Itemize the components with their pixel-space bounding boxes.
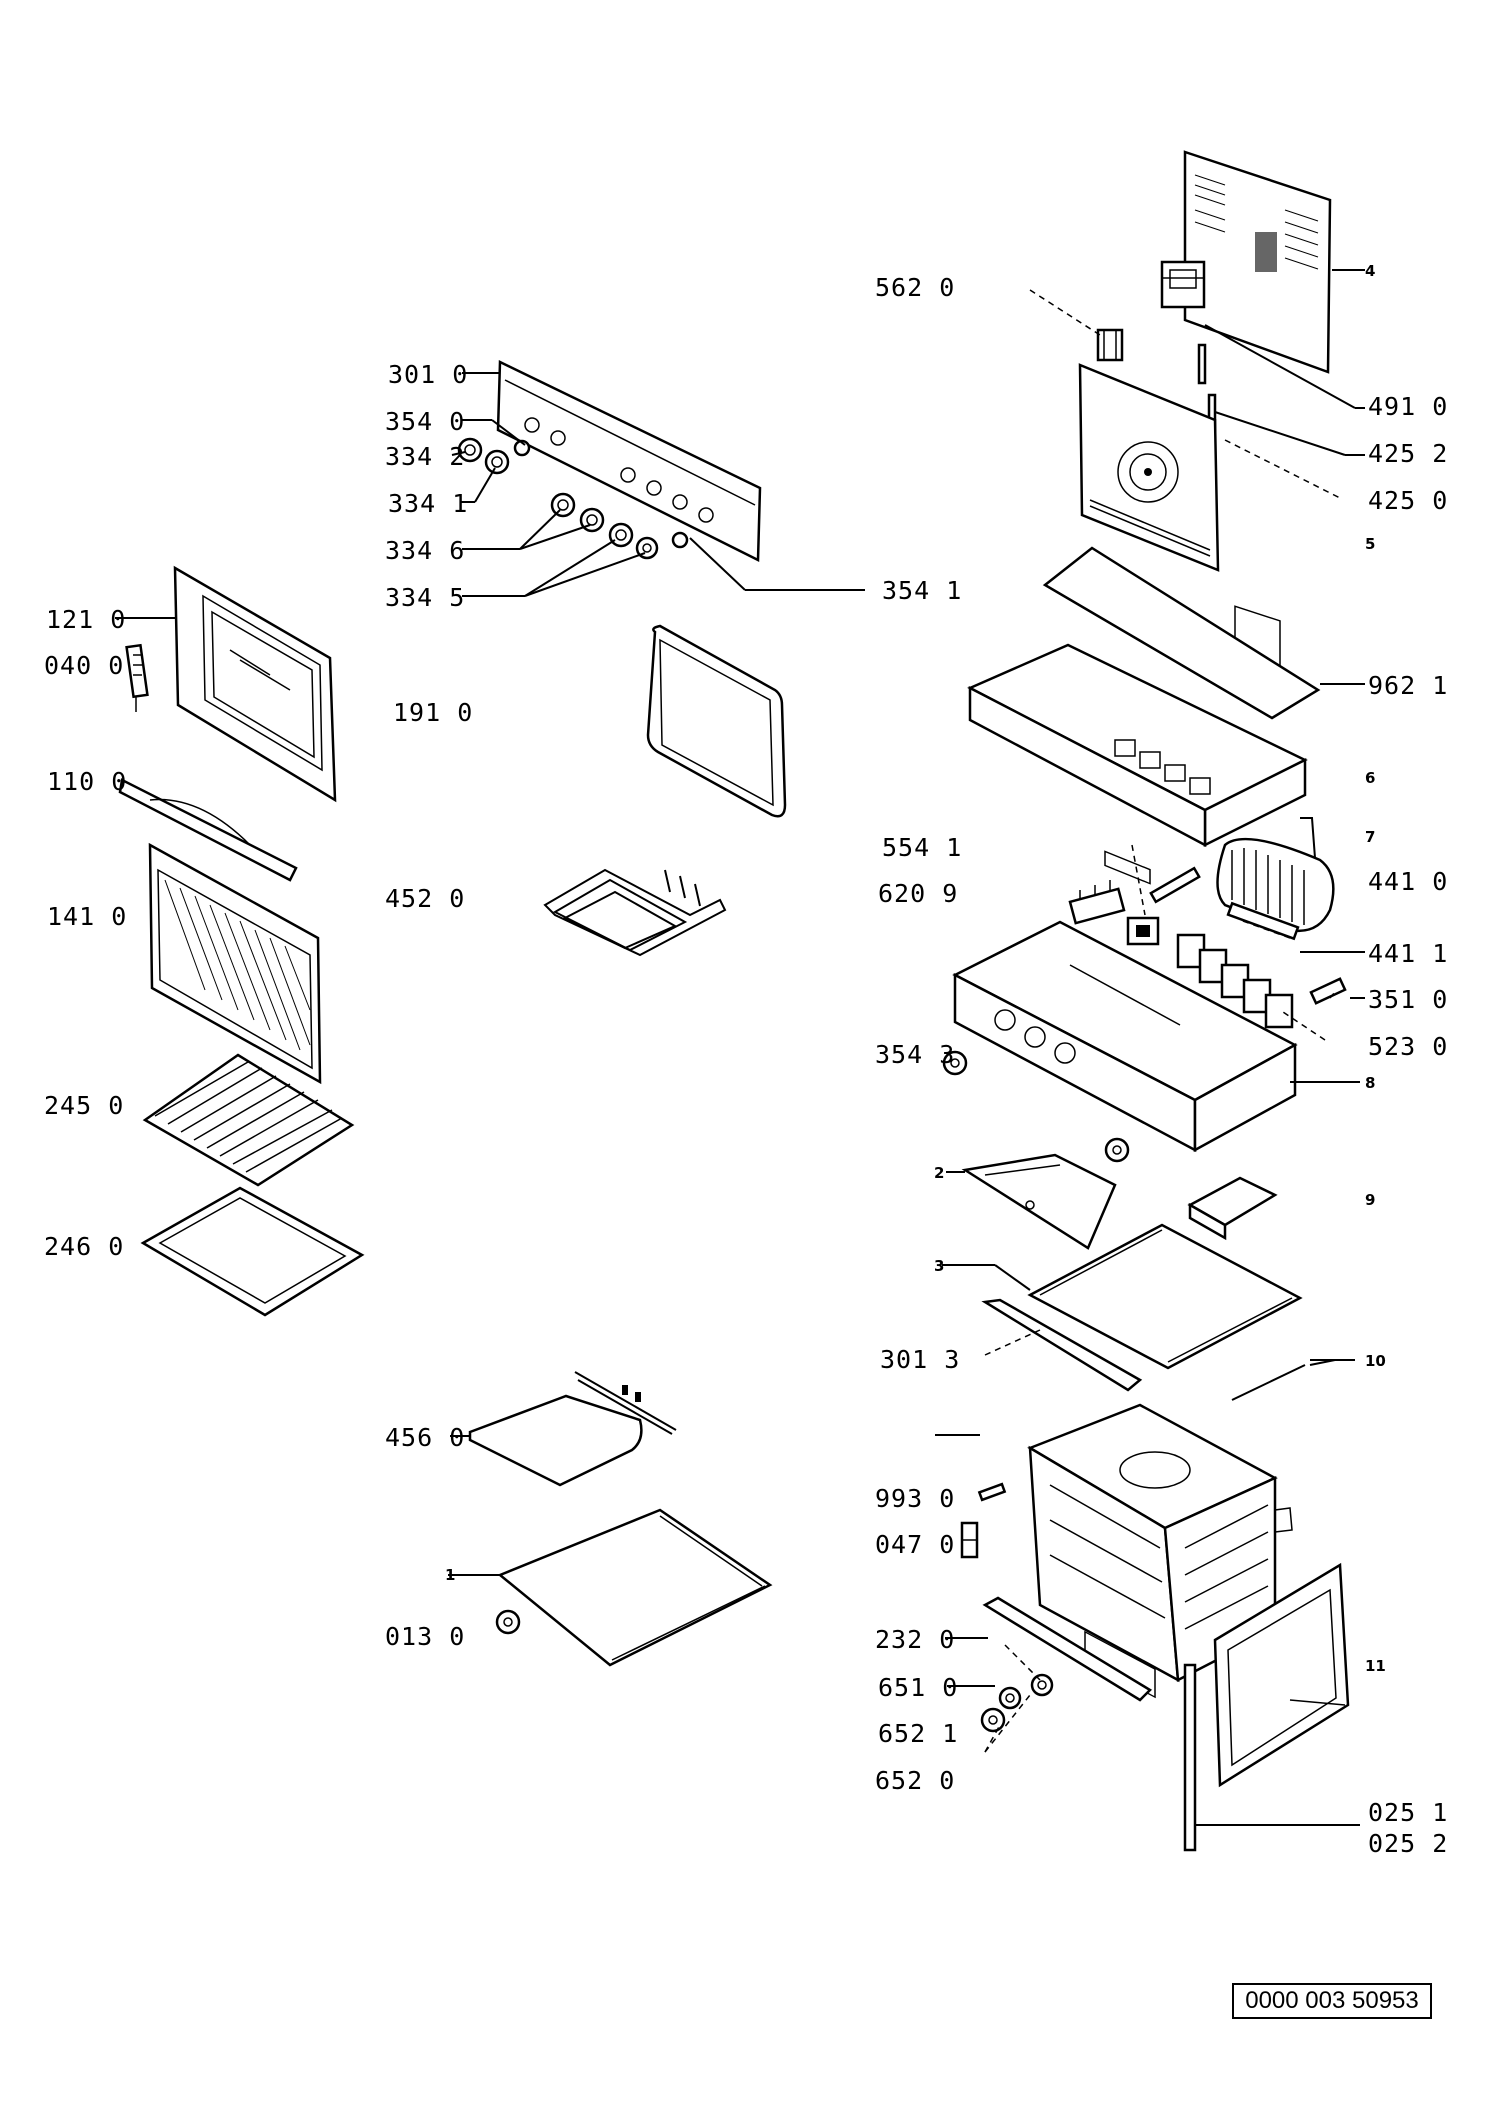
label-334-5: 334 5 [385,583,465,612]
marker-4: 4 [1365,262,1375,280]
part-baking-tray [140,1186,365,1317]
part-labels: 562 0 301 0 354 0 334 2 334 1 334 6 334 … [44,273,1448,1858]
part-insulation-strip [1042,546,1321,720]
part-relays [1176,933,1294,1029]
marker-5: 5 [1365,535,1375,553]
label-425-0: 425 0 [1368,486,1448,515]
label-993-0: 993 0 [875,1484,955,1513]
label-301-0: 301 0 [388,360,468,389]
label-013-0: 013 0 [385,1622,465,1651]
part-lower-heating-element [468,1371,677,1487]
label-354-3: 354 3 [875,1040,955,1069]
part-side-bracket [961,1153,1117,1250]
part-fan-shaft [1226,901,1300,941]
part-side-rail [1183,1663,1197,1852]
label-351-0: 351 0 [1368,985,1448,1014]
document-number: 0000 003 50953 [1232,1983,1432,2019]
label-245-0: 245 0 [44,1091,124,1120]
part-door-catch [960,1521,979,1559]
label-191-0: 191 0 [393,698,473,727]
part-lamp [1309,977,1347,1005]
part-control-panel [496,360,762,562]
part-oven-cavity [1027,1403,1293,1683]
label-491-0: 491 0 [1368,392,1448,421]
part-feet [980,1673,1054,1733]
label-047-0: 047 0 [875,1530,955,1559]
marker-11: 11 [1365,1657,1386,1675]
part-probe [1149,866,1201,904]
label-334-6: 334 6 [385,536,465,565]
marker-1: 1 [445,1566,455,1584]
marker-8: 8 [1365,1074,1375,1092]
part-fan-motor [1160,260,1206,309]
part-grill-element [543,868,727,957]
marker-9: 9 [1365,1191,1375,1209]
marker-3: 3 [934,1257,944,1275]
label-441-1: 441 1 [1368,939,1448,968]
part-door-hinge [125,643,149,712]
label-301-3: 301 3 [880,1345,960,1374]
leader-lines [115,269,1365,1826]
label-425-2: 425 2 [1368,439,1448,468]
label-232-0: 232 0 [875,1625,955,1654]
part-side-panel [1213,1562,1350,1788]
label-040-0: 040 0 [44,651,124,680]
marker-10: 10 [1365,1352,1386,1370]
part-wire-grid [142,1053,355,1187]
label-110-0: 110 0 [47,767,127,796]
part-fan-cover [1078,363,1220,885]
part-top-cover [967,643,1308,848]
dashed-leaders [984,289,1336,1753]
label-962-1: 962 1 [1368,671,1448,700]
label-652-1: 652 1 [878,1719,958,1748]
marker-6: 6 [1365,769,1375,787]
label-620-9: 620 9 [878,879,958,908]
label-452-0: 452 0 [385,884,465,913]
part-inner-door-glass [148,842,322,1085]
part-front-strip [982,1596,1153,1702]
label-121-0: 121 0 [46,605,126,634]
label-562-0: 562 0 [875,273,955,302]
marker-7: 7 [1365,828,1375,846]
label-354-1: 354 1 [882,576,962,605]
label-441-0: 441 0 [1368,867,1448,896]
part-clip [1096,328,1124,362]
part-selector-switch [1068,880,1126,925]
label-334-1: 334 1 [388,489,468,518]
part-rail [981,1298,1143,1392]
callout-markers: 1 2 3 4 5 6 7 8 9 10 11 [445,262,1386,1675]
label-554-1: 554 1 [882,833,962,862]
part-strip-10 [1231,1364,1306,1401]
label-025-2: 025 2 [1368,1829,1448,1858]
marker-2: 2 [934,1164,944,1182]
part-top-plate [1027,1223,1303,1370]
part-door-gasket [646,624,787,818]
part-oven-door-frame [173,565,337,803]
part-small-knobs [942,1050,1130,1163]
label-141-0: 141 0 [47,902,127,931]
part-electronics-housing [952,920,1298,1699]
part-bottom-plate [495,1508,773,1667]
label-334-2: 334 2 [385,442,465,471]
label-354-0: 354 0 [385,407,465,436]
part-module-9 [1187,1176,1278,1241]
label-652-0: 652 0 [875,1766,955,1795]
label-025-1: 025 1 [1368,1798,1448,1827]
label-456-0: 456 0 [385,1423,465,1452]
part-screw [977,1482,1007,1502]
part-thermostat [1126,916,1160,946]
label-523-0: 523 0 [1368,1032,1448,1061]
label-246-0: 246 0 [44,1232,124,1261]
label-651-0: 651 0 [878,1673,958,1702]
part-door-handle [118,778,298,882]
